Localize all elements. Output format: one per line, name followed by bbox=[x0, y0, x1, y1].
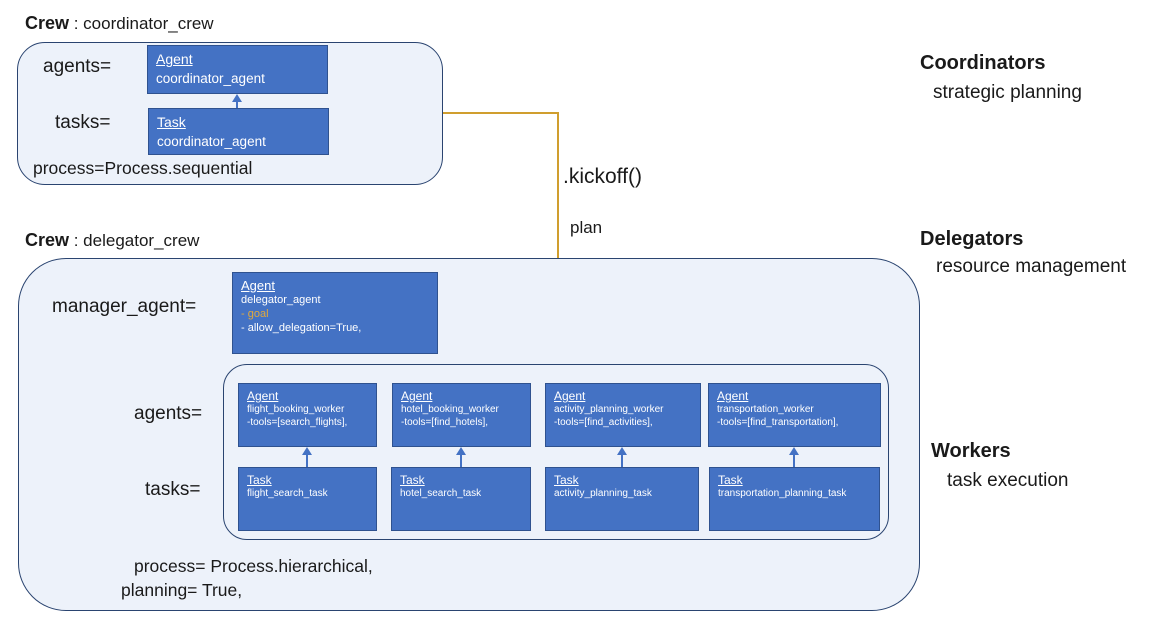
worker-arrow-line-activity bbox=[621, 452, 623, 467]
delegator-crew-title-word: Crew bbox=[25, 230, 70, 250]
coordinator-tasks-label: tasks= bbox=[55, 112, 111, 133]
coordinator-agent-box-name: coordinator_agent bbox=[156, 70, 265, 86]
worker-arrow-head-transportation bbox=[789, 447, 799, 455]
coordinator-task-box-heading: Task bbox=[157, 114, 186, 130]
worker-task-name: hotel_search_task bbox=[400, 488, 482, 499]
worker-task-box-flight: Task flight_search_task bbox=[238, 467, 377, 531]
manager-agent-label: manager_agent= bbox=[52, 296, 197, 317]
worker-task-name: activity_planning_task bbox=[554, 488, 652, 499]
worker-task-name: transportation_planning_task bbox=[718, 488, 847, 499]
delegator-tasks-label: tasks= bbox=[145, 479, 201, 500]
coordinator-task-to-agent-arrow-line bbox=[236, 100, 238, 108]
worker-arrow-head-flight bbox=[302, 447, 312, 455]
worker-task-name: flight_search_task bbox=[247, 488, 328, 499]
coordinator-crew-title-name: : coordinator_crew bbox=[69, 14, 214, 33]
coordinator-task-box: Task coordinator_agent bbox=[148, 108, 329, 155]
worker-arrow-line-transportation bbox=[793, 452, 795, 467]
coordinator-crew-title: Crew : coordinator_crew bbox=[25, 13, 214, 34]
worker-agent-box-transportation: Agent transportation_worker -tools=[find… bbox=[708, 383, 881, 447]
delegator-agent-goal-line: - goal bbox=[241, 308, 269, 320]
worker-agent-name: transportation_worker bbox=[717, 404, 814, 415]
delegator-agent-box-heading: Agent bbox=[241, 278, 275, 293]
worker-agent-heading: Agent bbox=[247, 389, 279, 403]
annotation-workers-subtitle: task execution bbox=[947, 470, 1069, 491]
worker-agent-tools: -tools=[find_transportation], bbox=[717, 416, 839, 428]
worker-agent-box-hotel: Agent hotel_booking_worker -tools=[find_… bbox=[392, 383, 531, 447]
worker-task-heading: Task bbox=[554, 473, 579, 487]
coordinator-crew-title-word: Crew bbox=[25, 13, 70, 33]
coordinator-process-line: process=Process.sequential bbox=[33, 158, 253, 178]
delegator-process-line: process= Process.hierarchical, bbox=[134, 556, 373, 576]
worker-agent-name: hotel_booking_worker bbox=[401, 404, 499, 415]
worker-arrow-head-hotel bbox=[456, 447, 466, 455]
plan-label: plan bbox=[570, 218, 603, 237]
worker-agent-heading: Agent bbox=[717, 389, 749, 403]
kickoff-connector-vertical-segment bbox=[557, 112, 559, 322]
annotation-delegators-title: Delegators bbox=[920, 228, 1024, 250]
kickoff-label: .kickoff() bbox=[563, 165, 642, 188]
annotation-workers-title: Workers bbox=[931, 440, 1011, 462]
annotation-coordinators-subtitle: strategic planning bbox=[933, 82, 1082, 103]
annotation-coordinators-title: Coordinators bbox=[920, 52, 1046, 74]
kickoff-connector-top-segment bbox=[443, 112, 558, 114]
worker-task-box-transportation: Task transportation_planning_task bbox=[709, 467, 880, 531]
delegator-crew-title-name: : delegator_crew bbox=[69, 231, 200, 250]
worker-agent-tools: -tools=[search_flights], bbox=[247, 416, 348, 428]
worker-agent-name: flight_booking_worker bbox=[247, 404, 345, 415]
worker-agent-tools: -tools=[find_hotels], bbox=[401, 416, 488, 428]
worker-agent-box-activity: Agent activity_planning_worker -tools=[f… bbox=[545, 383, 701, 447]
worker-task-heading: Task bbox=[718, 473, 743, 487]
worker-agent-name: activity_planning_worker bbox=[554, 404, 664, 415]
worker-task-box-activity: Task activity_planning_task bbox=[545, 467, 699, 531]
worker-agent-heading: Agent bbox=[401, 389, 433, 403]
delegator-agent-box-name: delegator_agent bbox=[241, 294, 321, 307]
coordinator-agent-box-heading: Agent bbox=[156, 51, 193, 67]
delegator-agents-label: agents= bbox=[134, 403, 203, 424]
annotation-delegators-subtitle: resource management bbox=[936, 256, 1127, 277]
worker-task-heading: Task bbox=[400, 473, 425, 487]
delegator-agent-delegation-line: - allow_delegation=True, bbox=[241, 321, 362, 334]
worker-arrow-line-flight bbox=[306, 452, 308, 467]
worker-agent-heading: Agent bbox=[554, 389, 586, 403]
coordinator-agent-box: Agent coordinator_agent bbox=[147, 45, 328, 94]
worker-agent-tools: -tools=[find_activities], bbox=[554, 416, 653, 428]
worker-task-box-hotel: Task hotel_search_task bbox=[391, 467, 531, 531]
worker-task-heading: Task bbox=[247, 473, 272, 487]
worker-agent-box-flight: Agent flight_booking_worker -tools=[sear… bbox=[238, 383, 377, 447]
coordinator-agents-label: agents= bbox=[43, 56, 112, 77]
coordinator-task-to-agent-arrow-head bbox=[232, 94, 242, 102]
coordinator-task-box-name: coordinator_agent bbox=[157, 133, 266, 149]
delegator-planning-line: planning= True, bbox=[121, 580, 243, 600]
delegator-crew-title: Crew : delegator_crew bbox=[25, 230, 199, 251]
worker-arrow-line-hotel bbox=[460, 452, 462, 467]
worker-arrow-head-activity bbox=[617, 447, 627, 455]
delegator-agent-box: Agent delegator_agent - goal - allow_del… bbox=[232, 272, 438, 354]
